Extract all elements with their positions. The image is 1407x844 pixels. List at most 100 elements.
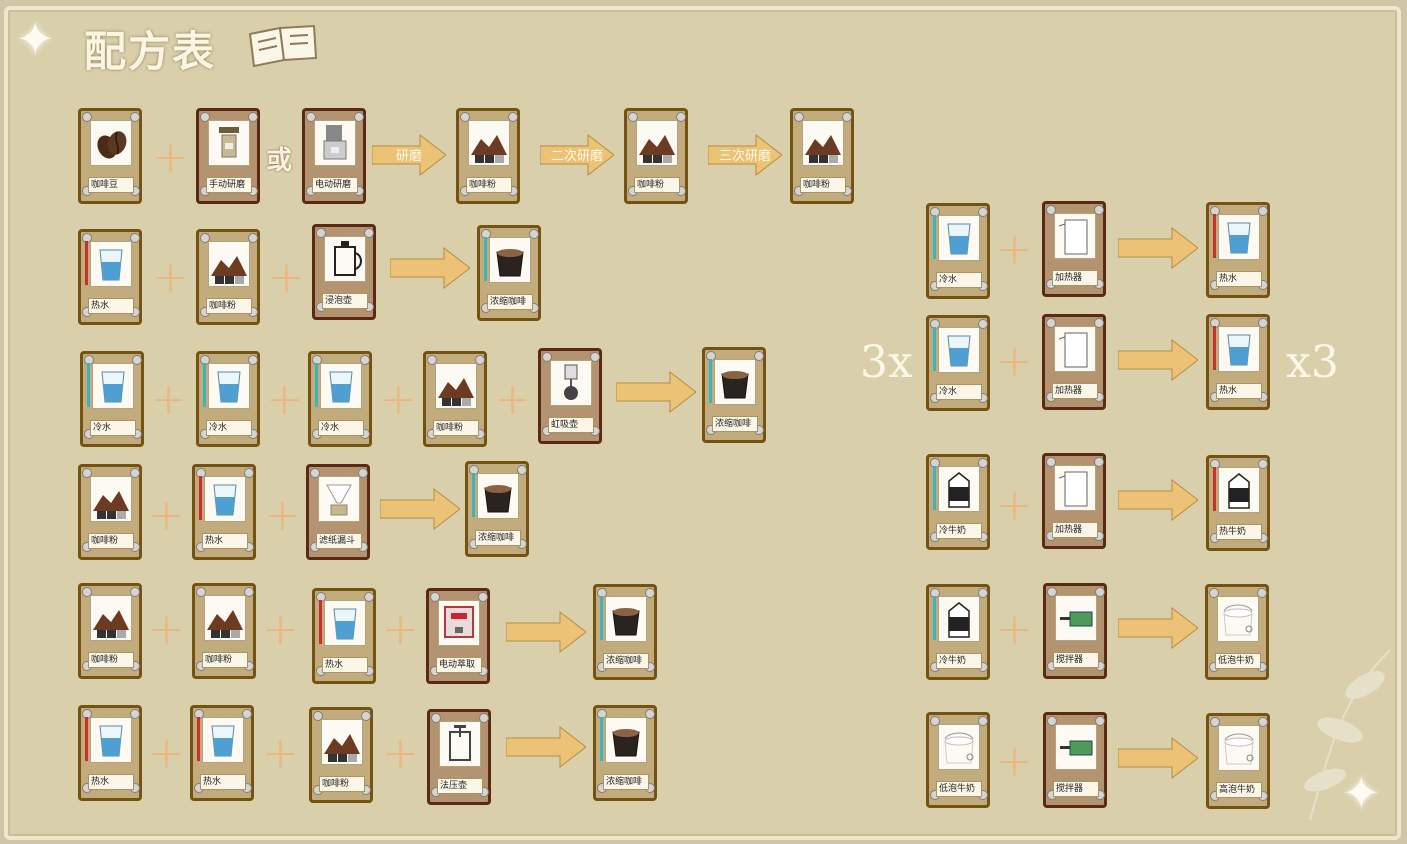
heater-icon (1054, 465, 1096, 511)
recipe-card[interactable]: 浓缩咖啡 (593, 705, 657, 801)
card-bolt (132, 355, 142, 365)
recipe-card[interactable]: 咖啡粉 (196, 229, 260, 325)
recipe-card[interactable]: 热水 (192, 464, 256, 560)
recipe-card[interactable]: 咖啡豆 (78, 108, 142, 204)
card-bolt (517, 465, 527, 475)
sparkle-corner-icon: ✦ (1342, 766, 1381, 820)
recipe-card[interactable]: 低泡牛奶 (1205, 584, 1269, 680)
recipe-card[interactable]: 搅拌器 (1043, 583, 1107, 679)
card-bolt (645, 588, 655, 598)
card-bolt (978, 588, 988, 598)
recipe-card[interactable]: 冷水 (926, 203, 990, 299)
recipe-card[interactable]: 加热器 (1042, 453, 1106, 549)
recipe-card[interactable]: 咖啡粉 (309, 707, 373, 803)
immersion-pot-icon (324, 236, 366, 282)
cold-temperature-bar (484, 237, 487, 281)
card-bolt (590, 352, 600, 362)
recipe-card[interactable]: 热水 (1206, 314, 1270, 410)
card-label: 搅拌器 (1053, 652, 1099, 668)
coffee-powder-icon (468, 120, 510, 166)
recipe-card[interactable]: 冷牛奶 (926, 584, 990, 680)
water-glass-icon (938, 327, 980, 373)
recipe-card[interactable]: 热水 (312, 588, 376, 684)
plus-icon: + (148, 728, 185, 779)
card-bolt (248, 355, 258, 365)
plus-icon: + (996, 604, 1033, 655)
coffee-cup-icon (605, 596, 647, 642)
recipe-card[interactable]: 咖啡粉 (192, 583, 256, 679)
recipe-card[interactable]: 加热器 (1042, 201, 1106, 297)
recipe-card[interactable]: 低泡牛奶 (926, 712, 990, 808)
recipe-card[interactable]: 滤纸漏斗 (306, 464, 370, 560)
arrow-right-icon (380, 487, 460, 531)
card-label: 咖啡粉 (88, 652, 134, 668)
recipe-card[interactable]: 搅拌器 (1043, 712, 1107, 808)
recipe-card[interactable]: 咖啡粉 (78, 583, 142, 679)
recipe-card[interactable]: 咖啡粉 (790, 108, 854, 204)
recipe-card[interactable]: 热水 (78, 705, 142, 801)
recipe-card[interactable]: 咖啡粉 (423, 351, 487, 447)
card-label: 咖啡粉 (88, 533, 134, 549)
card-label: 电动研磨 (312, 177, 358, 193)
recipe-card[interactable]: 热牛奶 (1206, 455, 1270, 551)
card-bolt (364, 228, 374, 238)
card-bolt (200, 112, 210, 122)
card-label: 加热器 (1052, 522, 1098, 538)
recipe-card[interactable]: 电动研磨 (302, 108, 366, 204)
arrow-right-icon (506, 610, 586, 654)
recipe-card[interactable]: 热水 (1206, 202, 1270, 298)
card-bolt (1209, 588, 1219, 598)
card-label: 浓缩咖啡 (487, 294, 533, 310)
card-bolt (1258, 459, 1268, 469)
recipe-card[interactable]: 浓缩咖啡 (465, 461, 529, 557)
recipe-card[interactable]: 咖啡粉 (456, 108, 520, 204)
plus-icon: + (996, 336, 1033, 387)
water-glass-icon (320, 363, 362, 409)
recipe-card[interactable]: 法压壶 (427, 709, 491, 805)
recipe-card[interactable]: 冷水 (926, 315, 990, 411)
water-glass-icon (90, 717, 132, 763)
recipe-card[interactable]: 加热器 (1042, 314, 1106, 410)
recipe-card[interactable]: 手动研磨 (196, 108, 260, 204)
recipe-card[interactable]: 浓缩咖啡 (702, 347, 766, 443)
card-bolt (475, 355, 485, 365)
recipe-card[interactable]: 咖啡粉 (78, 464, 142, 560)
cold-temperature-bar (933, 215, 936, 259)
card-bolt (1094, 205, 1104, 215)
recipe-card[interactable]: 热水 (190, 705, 254, 801)
card-bolt (431, 713, 441, 723)
arrow-right-icon (1118, 338, 1198, 382)
card-label: 咖啡豆 (88, 177, 134, 193)
card-bolt (978, 458, 988, 468)
recipe-card[interactable]: 热水 (78, 229, 142, 325)
card-bolt (1046, 205, 1056, 215)
recipe-card[interactable]: 高泡牛奶 (1206, 713, 1270, 809)
card-bolt (130, 468, 140, 478)
coffee-powder-icon (636, 120, 678, 166)
filter-funnel-icon (318, 476, 360, 522)
recipe-card[interactable]: 虹吸壶 (538, 348, 602, 444)
recipe-card[interactable]: 浓缩咖啡 (477, 225, 541, 321)
card-label: 冷水 (936, 384, 982, 400)
coffee-powder-icon (90, 476, 132, 522)
card-bolt (842, 112, 852, 122)
card-label: 热水 (88, 774, 134, 790)
hot-temperature-bar (85, 717, 88, 761)
recipe-card[interactable]: 浓缩咖啡 (593, 584, 657, 680)
recipe-card[interactable]: 电动萃取 (426, 588, 490, 684)
recipe-card[interactable]: 浸泡壶 (312, 224, 376, 320)
card-bolt (460, 112, 470, 122)
page-title: 配方表 (84, 27, 217, 76)
recipe-card[interactable]: 冷水 (196, 351, 260, 447)
card-label: 搅拌器 (1053, 781, 1099, 797)
mixer-icon (1055, 724, 1097, 770)
card-label: 冷水 (90, 420, 136, 436)
card-bolt (529, 229, 539, 239)
recipe-card[interactable]: 咖啡粉 (624, 108, 688, 204)
card-bolt (1095, 587, 1105, 597)
recipe-card[interactable]: 冷水 (308, 351, 372, 447)
recipe-card[interactable]: 冷牛奶 (926, 454, 990, 550)
recipe-card[interactable]: 冷水 (80, 351, 144, 447)
cold-temperature-bar (933, 596, 936, 640)
